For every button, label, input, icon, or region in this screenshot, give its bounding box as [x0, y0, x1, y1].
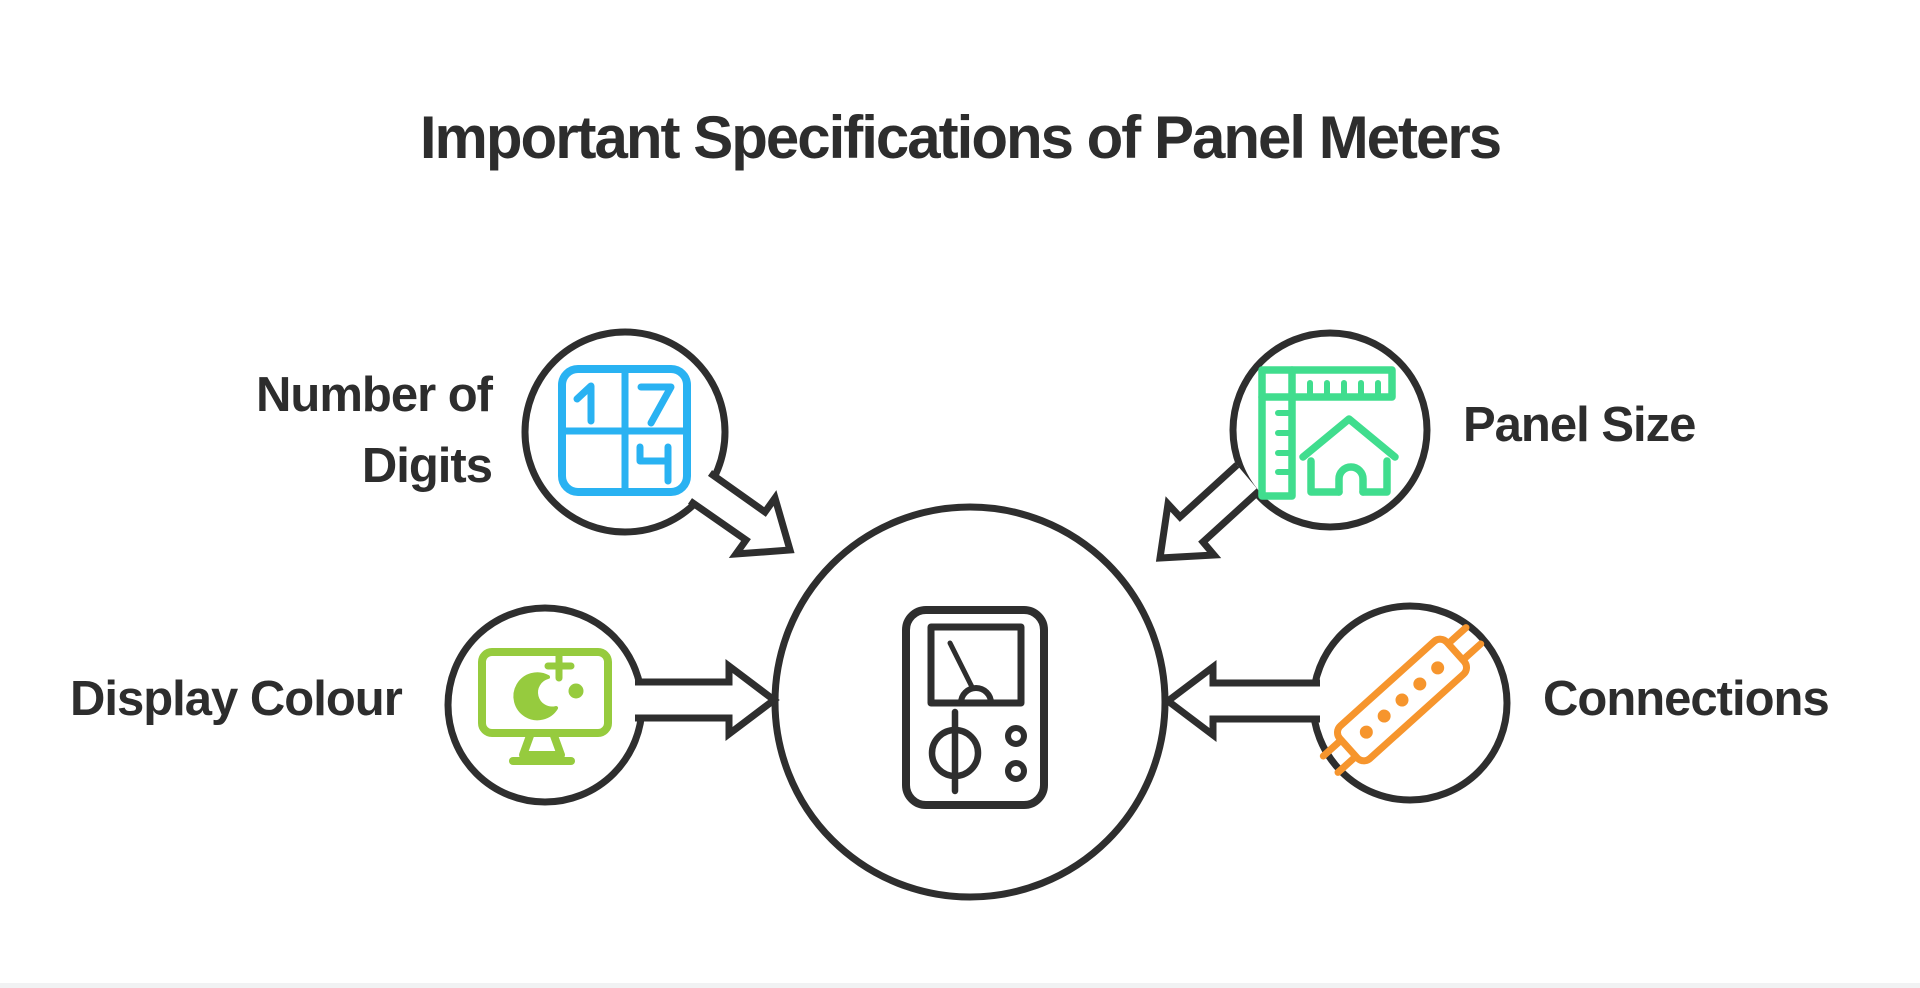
panel-meter-icon: [902, 606, 1048, 809]
label-display-colour: Display Colour: [70, 672, 403, 726]
monitor-night-mode-icon: [478, 648, 612, 765]
label-connections: Connections: [1543, 672, 1830, 726]
digit-7-glyph: [637, 383, 675, 427]
arrow-display-colour-to-center-icon: [635, 658, 780, 742]
monitor-stand: [519, 729, 565, 759]
meter-indicator-dot-top: [1005, 725, 1027, 747]
moon-icon: [513, 672, 558, 721]
digit-1-glyph: [573, 382, 595, 425]
arrow-digits-to-center-icon: [687, 470, 795, 559]
sparkle-plus-icon: [544, 651, 575, 682]
terminal-connector-icon: [1319, 624, 1485, 776]
connector-dots: [1359, 661, 1445, 739]
arrow-connections-to-center-icon: [1162, 659, 1320, 743]
meter-needle: [947, 640, 975, 690]
sparkle-dot-icon: [568, 683, 584, 699]
arrow-panel-size-to-center-icon: [1155, 462, 1262, 562]
meter-needle-hub: [958, 685, 994, 706]
digit-grid-icon: [558, 365, 691, 496]
meter-gauge-window: [927, 623, 1025, 707]
meter-indicator-dot-bottom: [1005, 760, 1027, 782]
house-glyph: [1299, 415, 1399, 496]
next-section-edge: [0, 983, 1920, 988]
connector-pins: [1319, 624, 1485, 776]
meter-dial-phi: [928, 708, 982, 795]
ruler-square-house-icon: [1258, 366, 1399, 500]
label-number-of-digits: Number of Digits: [256, 368, 493, 493]
label-panel-size: Panel Size: [1463, 398, 1696, 452]
page-title: Important Specifications of Panel Meters: [419, 104, 1502, 171]
digit-4-glyph: [636, 443, 672, 485]
ruler-ticks: [1275, 380, 1381, 475]
